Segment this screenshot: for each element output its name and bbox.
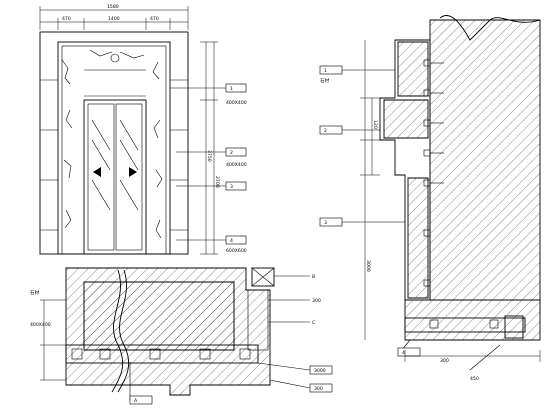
cladding-profile [379,39,431,301]
wall-section-view: 120 3000 1 2 3 4 石材 450 300 [319,15,541,382]
door-arrow-left-icon [93,167,101,177]
section-callouts: 1 2 3 4 石材 450 300 [319,65,479,382]
dim-right-jamb: 470 [150,16,159,22]
floor-strip [404,317,526,333]
section-callout-2: 2 [324,128,327,134]
dim-height-overall: 3750 [206,150,212,162]
elevation-callouts: 1 2 3 4 400X400 400X400 600X600 [170,83,247,254]
light-fixture-icon [110,53,120,63]
callout-1: 1 [230,86,233,92]
dim-height-door: 2700 [214,176,220,188]
section-callout-4: 4 [402,350,405,356]
elevator-door-frame [83,99,147,255]
dim-overall-width: 1580 [107,4,119,10]
plan-label-stone: 石材 [30,289,40,296]
plan-label-3000: 3000 [314,368,326,374]
plan-label-300: 300 [312,298,321,304]
callout-2: 2 [230,150,233,156]
dim-door-opening: 1400 [108,16,120,22]
section-callout-3: 3 [324,220,327,226]
elevation-top-dimensions: 1580 470 1400 470 [39,4,189,30]
label-b: 400X400 [226,162,247,168]
junction-box [251,267,275,287]
section-dim-3000: 3000 [365,260,371,272]
section-label-450: 450 [470,376,479,382]
label-a: 400X400 [226,100,247,106]
door-leaf-right [115,103,143,251]
callout-4: 4 [230,238,233,244]
plan-section-view: 石材 400X400 A B 300 C 3000 300 [30,267,333,405]
section-dim-300: 300 [440,358,449,364]
callout-3: 3 [230,184,233,190]
door-leaf-left [87,103,115,251]
plan-callout-c: C [312,320,315,326]
dim-left-jamb: 470 [62,16,71,22]
plan-label-300b: 300 [314,386,323,392]
plan-label-size: 400X400 [30,322,51,328]
anchor-bolts [423,59,444,287]
plan-callout-a: A [134,398,138,404]
door-arrow-right-icon [129,167,137,177]
section-label-stone: 石材 [320,77,330,84]
plan-callout-b: B [312,274,315,280]
section-wall-hatch [429,19,541,301]
section-dim-120: 120 [372,120,378,129]
label-c: 600X600 [226,248,247,254]
section-callout-1: 1 [324,68,327,74]
elevation-view: 1580 470 1400 470 [39,4,247,255]
